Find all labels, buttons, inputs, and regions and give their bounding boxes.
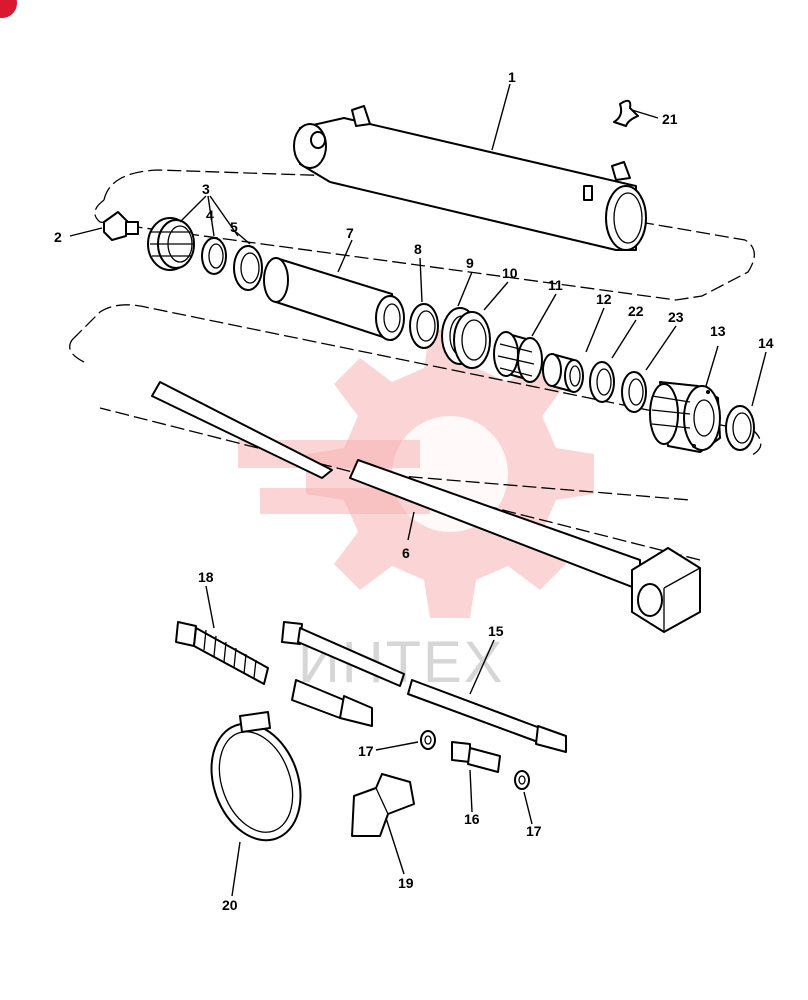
callout-17-right: 17 (526, 823, 542, 839)
callout-16: 16 (464, 811, 480, 827)
part-20-hose-clamp (210, 711, 302, 842)
callout-8: 8 (414, 241, 422, 257)
part-5-ring (233, 245, 263, 291)
part-7-sleeve (263, 257, 405, 341)
leader-lines (69, 83, 767, 897)
callout-2: 2 (54, 229, 62, 245)
part-22-ring (589, 361, 615, 403)
part-2-fitting (103, 211, 139, 241)
callout-12: 12 (596, 291, 612, 307)
callout-17-left: 17 (358, 743, 374, 759)
callout-18: 18 (198, 569, 214, 585)
part-17-washer-b (514, 770, 530, 790)
part-15-tube (281, 621, 567, 753)
part-18-hose-assembly (175, 621, 373, 727)
part-17-washer-a (420, 730, 436, 750)
callout-23: 23 (668, 309, 684, 325)
callout-labels: 1 2 3 4 5 6 7 8 9 10 11 12 13 14 15 16 1… (54, 69, 774, 913)
callout-6: 6 (402, 545, 410, 561)
part-12-bushing (542, 353, 584, 393)
callout-19: 19 (398, 875, 414, 891)
callout-10: 10 (502, 265, 518, 281)
part-8-retaining-ring (409, 303, 439, 349)
callout-11: 11 (548, 277, 563, 293)
part-23-ring (621, 371, 647, 413)
part-4-ring (201, 237, 227, 275)
part-3-gland-nut (147, 217, 195, 271)
callout-7: 7 (346, 225, 354, 241)
callout-20: 20 (222, 897, 238, 913)
part-14-ring (725, 405, 755, 451)
part-21-clip-pin (613, 99, 639, 127)
callout-4: 4 (206, 207, 214, 223)
part-19-bracket (351, 773, 415, 837)
part-11-piston (493, 331, 543, 383)
callout-1: 1 (508, 69, 516, 85)
part-6-piston-rod (151, 381, 701, 633)
part-1-cylinder-barrel (293, 105, 647, 251)
part-16-fitting (451, 741, 501, 773)
callout-14: 14 (758, 335, 774, 351)
callout-13: 13 (710, 323, 726, 339)
callout-21: 21 (662, 111, 678, 127)
callout-3: 3 (202, 181, 210, 197)
part-10-seal-ring (453, 311, 491, 369)
callout-9: 9 (466, 255, 474, 271)
part-13-end-cap (649, 381, 721, 453)
callout-5: 5 (230, 219, 238, 235)
callout-22: 22 (628, 303, 644, 319)
corner-badge (0, 0, 17, 18)
callout-15: 15 (488, 623, 504, 639)
upper-alignment-envelope (94, 169, 755, 301)
